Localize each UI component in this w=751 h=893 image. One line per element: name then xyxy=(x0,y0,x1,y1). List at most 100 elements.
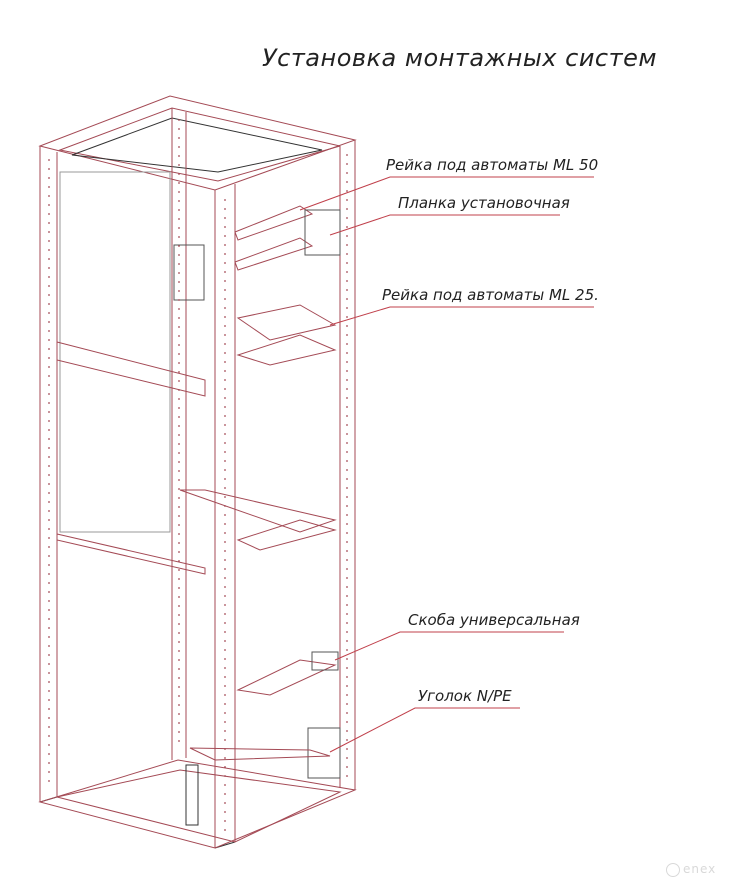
perforation-dot xyxy=(224,406,226,408)
perforation-dot xyxy=(178,596,180,598)
rail-ml50-shape xyxy=(173,205,314,301)
perforation-dot xyxy=(48,762,50,764)
perforation-dot xyxy=(48,249,50,251)
perforation-dot xyxy=(178,317,180,319)
perforation-dot xyxy=(224,793,226,795)
perforation-dot xyxy=(48,600,50,602)
perforation-dot xyxy=(224,478,226,480)
perforation-dot xyxy=(224,766,226,768)
perforation-dots xyxy=(48,119,348,831)
perforation-dot xyxy=(346,163,348,165)
perforation-dot xyxy=(346,181,348,183)
mounting-plate-shape xyxy=(304,209,341,256)
perforation-dot xyxy=(48,213,50,215)
perforation-dot xyxy=(178,650,180,652)
perforation-dot xyxy=(178,272,180,274)
perforation-dot xyxy=(346,388,348,390)
perforation-dot xyxy=(48,573,50,575)
perforation-dot xyxy=(178,461,180,463)
perforation-dot xyxy=(178,335,180,337)
perforation-dot xyxy=(178,218,180,220)
callout-mounting-plate: Планка установочная xyxy=(398,194,570,212)
perforation-dot xyxy=(48,294,50,296)
perforation-dot xyxy=(178,542,180,544)
perforation-dot xyxy=(48,528,50,530)
perforation-dot xyxy=(224,487,226,489)
perforation-dot xyxy=(346,262,348,264)
perforation-dot xyxy=(48,582,50,584)
perforation-dot xyxy=(346,739,348,741)
perforation-dot xyxy=(346,559,348,561)
perforation-dot xyxy=(178,578,180,580)
perforation-dot xyxy=(178,362,180,364)
perforation-dot xyxy=(48,339,50,341)
perforation-dot xyxy=(224,685,226,687)
perforation-dot xyxy=(224,208,226,210)
perforation-dot xyxy=(346,685,348,687)
perforation-dot xyxy=(178,353,180,355)
perforation-dot xyxy=(48,510,50,512)
perforation-dot xyxy=(48,726,50,728)
back-left-post xyxy=(171,108,187,760)
perforation-dot xyxy=(346,352,348,354)
perforation-dot xyxy=(346,487,348,489)
perforation-dot xyxy=(346,334,348,336)
perforation-dot xyxy=(48,375,50,377)
perforation-dot xyxy=(48,357,50,359)
perforation-dot xyxy=(224,559,226,561)
perforation-dot xyxy=(224,388,226,390)
watermark: enex xyxy=(666,862,716,877)
perforation-dot xyxy=(48,276,50,278)
perforation-dot xyxy=(48,240,50,242)
perforation-dot xyxy=(346,523,348,525)
perforation-dot xyxy=(346,640,348,642)
perforation-dot xyxy=(178,686,180,688)
perforation-dot xyxy=(178,200,180,202)
perforation-dot xyxy=(224,550,226,552)
side-panel xyxy=(59,171,171,533)
perforation-dot xyxy=(346,343,348,345)
perforation-dot xyxy=(224,595,226,597)
perforation-dot xyxy=(178,263,180,265)
perforation-dot xyxy=(224,496,226,498)
perforation-dot xyxy=(178,560,180,562)
perforation-dot xyxy=(346,280,348,282)
perforation-dot xyxy=(178,587,180,589)
perforation-dot xyxy=(224,640,226,642)
perforation-dot xyxy=(48,483,50,485)
perforation-dot xyxy=(178,281,180,283)
perforation-dot xyxy=(346,307,348,309)
perforation-dot xyxy=(224,784,226,786)
perforation-dot xyxy=(224,379,226,381)
perforation-dot xyxy=(178,479,180,481)
perforation-dot xyxy=(346,172,348,174)
perforation-dot xyxy=(178,227,180,229)
perforation-dot xyxy=(224,649,226,651)
perforation-dot xyxy=(346,496,348,498)
perforation-dot xyxy=(346,370,348,372)
perforation-dot xyxy=(178,506,180,508)
perforation-dot xyxy=(48,564,50,566)
perforation-dot xyxy=(178,632,180,634)
perforation-dot xyxy=(224,712,226,714)
perforation-dot xyxy=(178,236,180,238)
perforation-dot xyxy=(346,658,348,660)
perforation-dot xyxy=(224,541,226,543)
watermark-text: enex xyxy=(683,862,717,876)
perforation-dot xyxy=(224,289,226,291)
perforation-dot xyxy=(224,775,226,777)
perforation-dot xyxy=(178,623,180,625)
perforation-dot xyxy=(224,244,226,246)
perforation-dot xyxy=(178,470,180,472)
perforation-dot xyxy=(178,128,180,130)
perforation-dot xyxy=(224,514,226,516)
perforation-dot xyxy=(48,627,50,629)
perforation-dot xyxy=(48,402,50,404)
perforation-dot xyxy=(224,226,226,228)
perforation-dot xyxy=(346,577,348,579)
perforation-dot xyxy=(224,613,226,615)
perforation-dot xyxy=(224,199,226,201)
perforation-dot xyxy=(346,289,348,291)
perforation-dot xyxy=(224,343,226,345)
perforation-dot xyxy=(48,744,50,746)
